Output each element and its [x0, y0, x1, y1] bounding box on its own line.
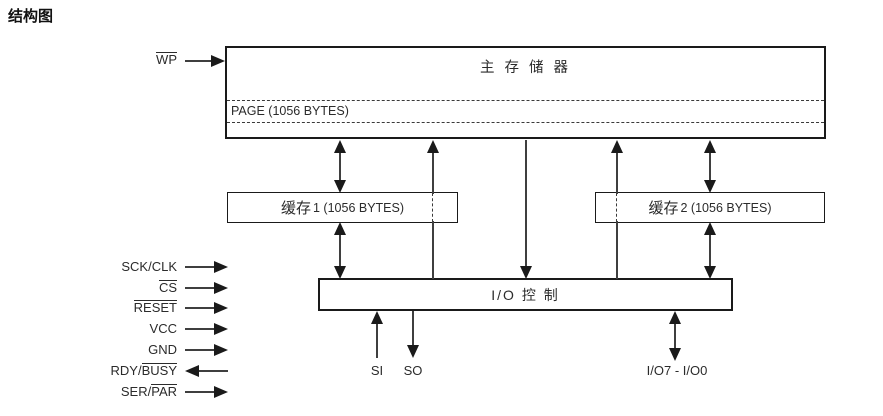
arrow-buffer2-io-icon [703, 222, 717, 279]
buffer1-passthrough-line [432, 221, 434, 279]
signal-label-si: SI [370, 363, 384, 378]
arrow-main-buffer1-icon [333, 140, 347, 193]
page-divider-line [227, 100, 824, 101]
vcc-arrow-icon [185, 323, 228, 335]
signal-label-rdy-busy: RDY/BUSY [110, 363, 177, 378]
rdy-busy-arrow-icon [185, 365, 228, 377]
signal-label-ser-par: SER/PAR [120, 384, 177, 399]
reset-arrow-icon [185, 302, 228, 314]
signal-label-vcc: VCC [149, 321, 177, 336]
signal-label-gnd: GND [148, 342, 177, 357]
diagram-title: 结构图 [8, 8, 54, 25]
signal-label-so: SO [403, 363, 423, 378]
buffer2-passthrough-line [616, 221, 618, 279]
signal-label-wp: WP [156, 52, 177, 67]
page-divider-line [227, 122, 824, 123]
page-size-label: PAGE (1056 BYTES) [231, 104, 349, 118]
arrow-buffer1-io-icon [333, 222, 347, 279]
io-bus-arrow-icon [668, 311, 682, 361]
signal-label-cs: CS [158, 280, 177, 295]
gnd-arrow-icon [185, 344, 228, 356]
main-memory-label: 主 存 储 器 [479, 60, 572, 76]
si-arrow-icon [370, 311, 384, 358]
sck-clk-arrow-icon [185, 261, 228, 273]
buffer2-passthrough-dash [616, 193, 617, 222]
so-arrow-icon [406, 311, 420, 358]
signal-label-reset: RESET [133, 300, 177, 315]
arrow-main-to-io-icon [519, 140, 533, 279]
cs-arrow-icon [185, 282, 228, 294]
arrow-io-to-main-via-buffer2-icon [610, 140, 624, 194]
ser-par-arrow-icon [185, 386, 228, 398]
arrow-main-buffer2-icon [703, 140, 717, 193]
signal-label-sck-clk: SCK/CLK [121, 259, 177, 274]
arrow-io-to-main-via-buffer1-icon [426, 140, 440, 194]
io-control-label: I/O 控 制 [491, 286, 560, 303]
io-control-block: I/O 控 制 [318, 278, 733, 311]
wp-arrow-icon [185, 55, 225, 67]
main-memory-block: 主 存 储 器 [225, 46, 826, 139]
signal-label-io-bus: I/O7 - I/O0 [646, 363, 708, 378]
buffer1-passthrough-dash [432, 193, 433, 222]
